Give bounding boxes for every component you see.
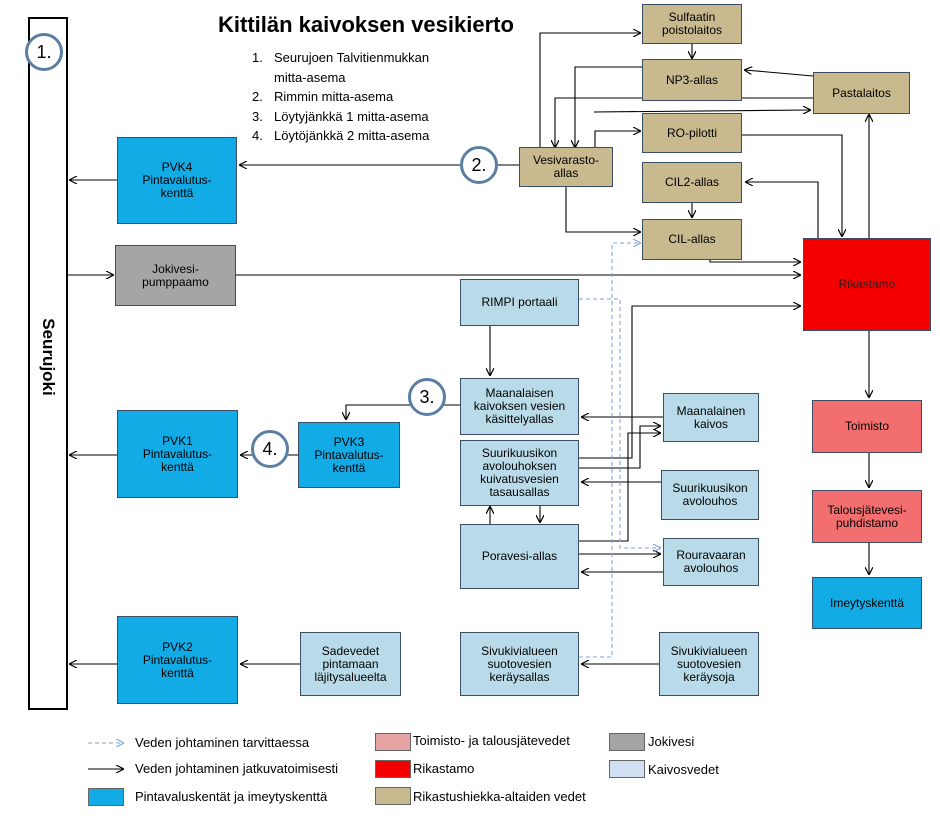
legend-red-swatch <box>375 760 411 778</box>
conn-ro-rikastamo <box>742 134 842 236</box>
legend-solid-label: Veden johtaminen jatkuvatoimisesti <box>135 761 339 776</box>
node-sadevedet: Sadevedet pintamaan läjitysalueelta <box>300 632 401 696</box>
node-np3-allas: NP3-allas <box>642 59 742 101</box>
legend-pink-swatch <box>375 733 411 751</box>
conn-np3-vesivarasto-1 <box>575 66 643 147</box>
node-cil2-allas: CIL2-allas <box>642 162 742 203</box>
conn-cil-rikastamo <box>709 259 800 262</box>
conn-tasaus-rikastamo <box>579 306 800 459</box>
node-maanalaisen-kasittelyallas: Maanalaisen kaivoksen vesien käsittelyal… <box>460 378 579 435</box>
legend-blue-swatch <box>88 788 124 806</box>
station-item: 3.Löytyjänkkä 1 mitta-asema <box>252 108 429 124</box>
node-sivukivi-kerаysallas: Sivukivialueen suotovesien keräysallas <box>460 632 579 696</box>
node-jokivesipumppaamo: Jokivesi- pumppaamo <box>115 245 236 306</box>
conn-sivukivi-cil-dashed <box>579 243 640 658</box>
station-item: 1.Seurujoen Talvitienmukkan mitta-asema <box>252 50 430 85</box>
legend-light-swatch <box>609 760 645 778</box>
node-poravesi-allas: Poravesi-allas <box>460 524 579 589</box>
station-marker-2: 2. <box>460 146 498 184</box>
conn-vesivarasto-cil <box>565 186 640 232</box>
legend-blue-label: Pintavaluskentät ja imeytyskenttä <box>135 789 328 804</box>
node-cil-allas: CIL-allas <box>642 219 742 260</box>
station-item: 2.Rimmin mitta-asema <box>252 89 394 104</box>
legend-red-label: Rikastamo <box>413 761 475 776</box>
node-talousjatevesipuhdistamo: Talousjätevesi- puhdistamo <box>812 490 922 543</box>
node-rimpi-portaali: RIMPI portaali <box>460 279 579 326</box>
legend-light-label: Kaivosvedet <box>648 762 719 777</box>
node-sivukivi-keraysoja: Sivukivialueen suotovesien keräysoja <box>659 632 759 696</box>
node-pastalaitos: Pastalaitos <box>813 72 910 114</box>
station-marker-3: 3. <box>408 378 446 416</box>
node-imeytyskentta: Imeytyskenttä <box>812 577 922 629</box>
node-pvk4: PVK4 Pintavalutus- kenttä <box>117 137 237 224</box>
node-suurikuusikko-tasausallas: Suurikuusikon avolouhoksen kuivatusvesie… <box>460 440 579 506</box>
station-item: 4.Löytöjänkkä 2 mitta-asema <box>252 128 430 143</box>
conn-rimpi-rouravaara-dashed <box>579 298 660 548</box>
station-marker-1: 1. <box>25 33 63 71</box>
node-rouravaara-avolouhos: Rouravaaran avolouhos <box>663 538 759 586</box>
node-pvk2: PVK2 Pintavalutus- kenttä <box>117 616 238 704</box>
legend-tan-label: Rikastushiekka-altaiden vedet <box>413 789 586 804</box>
station-list: 1.Seurujoen Talvitienmukkan mitta-asema … <box>252 48 464 146</box>
legend-grey-label: Jokivesi <box>648 734 695 749</box>
legend-grey-swatch <box>609 733 645 751</box>
conn-vesivarasto-pastalaitos <box>593 110 810 112</box>
conn-vesivarasto-sulfaatti <box>539 33 640 147</box>
node-sulfaatin-poistolaitos: Sulfaatin poistolaitos <box>642 4 742 44</box>
legend-tan-swatch <box>375 787 411 805</box>
node-maanalainen-kaivos: Maanalainen kaivos <box>663 393 759 442</box>
conn-vesivarasto-ro <box>594 131 640 147</box>
node-vesivarasto-allas: Vesivarasto- allas <box>519 147 613 187</box>
conn-pastalaitos-np3 <box>745 70 814 77</box>
node-ro-pilotti: RO-pilotti <box>642 113 742 153</box>
legend-dashed-label: Veden johtaminen tarvittaessa <box>135 735 310 750</box>
diagram-title: Kittilän kaivoksen vesikierto <box>218 12 514 37</box>
node-rikastamo: Rikastamo <box>803 238 931 331</box>
station-marker-4: 4. <box>251 430 289 468</box>
node-pvk3: PVK3 Pintavalutus- kenttä <box>298 422 400 488</box>
node-pvk1: PVK1 Pintavalutus- kenttä <box>117 410 238 498</box>
river-label: Seurujoki <box>39 318 58 396</box>
legend-pink-label: Toimisto- ja talousjätevedet <box>413 733 570 748</box>
conn-poravesi-maanalainen <box>579 433 660 542</box>
conn-tasaus-maanalainen <box>579 426 660 469</box>
river-bar <box>28 17 68 710</box>
node-toimisto: Toimisto <box>812 400 922 453</box>
node-suurikuusikko-avolouhos: Suurikuusikon avolouhos <box>661 470 759 520</box>
conn-rikastamo-cil2 <box>746 182 819 238</box>
